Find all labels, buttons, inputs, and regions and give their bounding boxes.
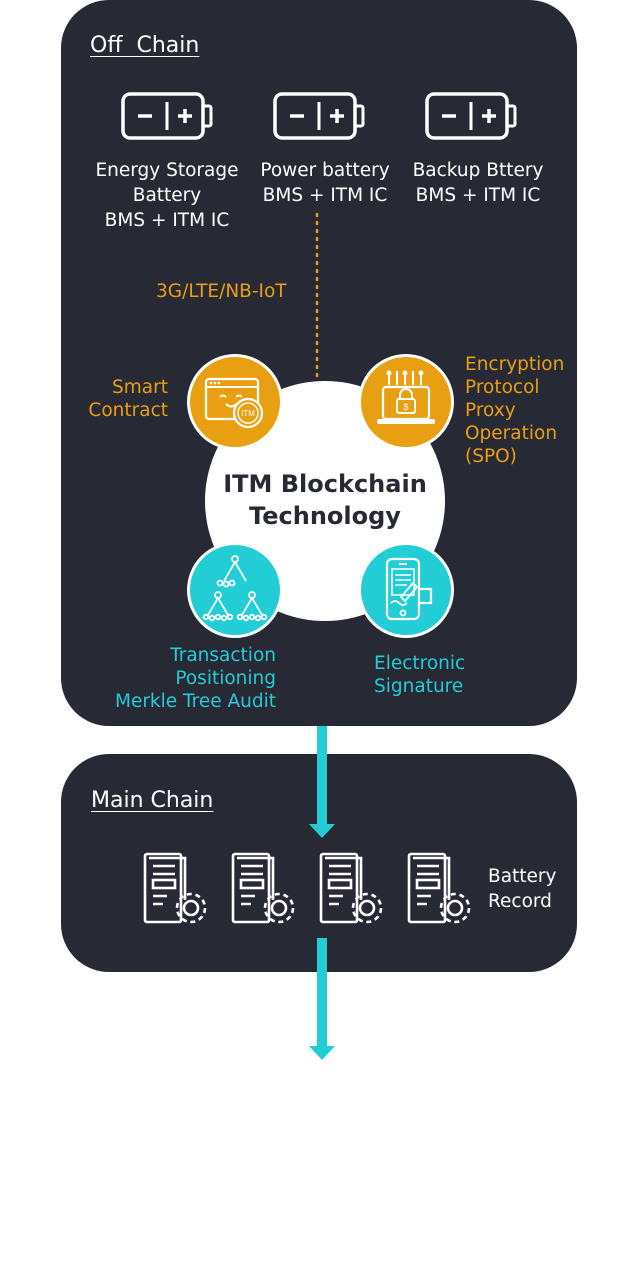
document-gear-icon bbox=[143, 852, 207, 924]
transaction-label: Transaction Positioning Merkle Tree Audi… bbox=[114, 645, 276, 712]
battery-label-power: Power battery BMS + ITM IC bbox=[260, 160, 390, 206]
battery-icon bbox=[273, 92, 365, 140]
circuit-chip-icon: $ bbox=[377, 370, 435, 424]
transaction-node bbox=[187, 542, 283, 638]
network-label: 3G/LTE/NB-IoT bbox=[156, 281, 287, 302]
browser-window-icon: ITM bbox=[204, 377, 264, 429]
battery-record-label: Battery Record bbox=[488, 866, 557, 912]
smart-contract-node: ITM bbox=[187, 354, 283, 450]
signature-node bbox=[358, 542, 454, 638]
document-gear-icon bbox=[407, 852, 471, 924]
document-gear-icon bbox=[231, 852, 295, 924]
off-chain-title: Off Chain bbox=[90, 33, 200, 58]
signature-label: Electronic Signature bbox=[374, 653, 466, 697]
svg-text:$: $ bbox=[403, 402, 408, 412]
phone-signature-icon bbox=[385, 557, 433, 621]
itm-badge-text: ITM bbox=[241, 409, 255, 418]
battery-label-backup: Backup Bttery BMS + ITM IC bbox=[412, 160, 544, 206]
battery-label-energy-storage: Energy Storage Battery BMS + ITM IC bbox=[95, 160, 239, 231]
smart-contract-label: Smart Contract bbox=[88, 377, 168, 421]
merkle-tree-icon bbox=[202, 555, 268, 622]
center-title: ITM Blockchain Technology bbox=[223, 470, 427, 530]
main-chain-title: Main Chain bbox=[91, 788, 214, 813]
encryption-node: $ bbox=[358, 354, 454, 450]
encryption-label: Encryption Protocol Proxy Operation (SPO… bbox=[465, 354, 565, 467]
battery-icon bbox=[121, 92, 213, 140]
arrow-head-2 bbox=[309, 1046, 335, 1060]
document-gear-icon bbox=[319, 852, 383, 924]
arrow-shaft-2 bbox=[317, 938, 327, 1052]
battery-icon bbox=[425, 92, 517, 140]
